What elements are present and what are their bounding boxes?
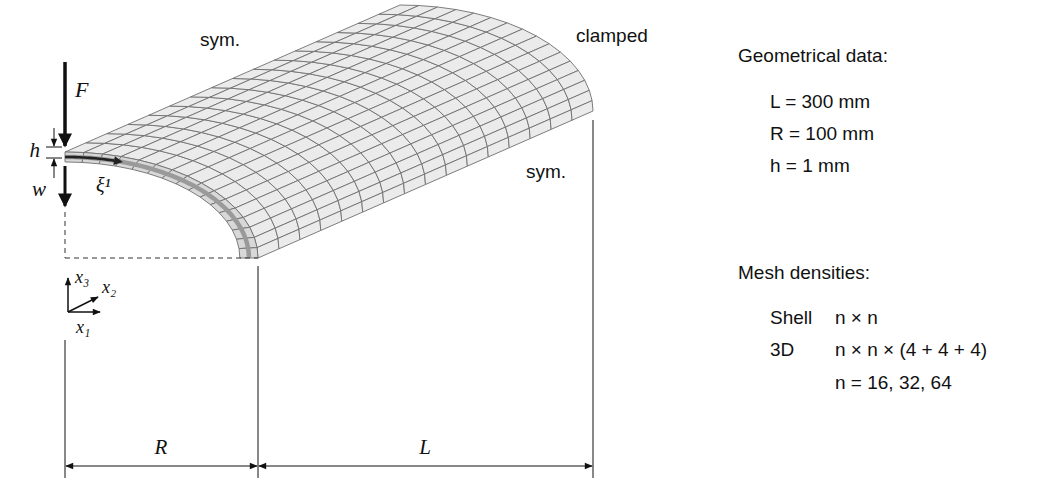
force-label: F — [75, 77, 88, 103]
mesh-element — [487, 137, 509, 157]
mesh-element — [529, 119, 551, 139]
xi-arrow-shaft — [65, 157, 114, 161]
mesh-element — [404, 174, 426, 194]
mesh-element — [571, 101, 593, 121]
mesh-element — [466, 147, 488, 167]
symmetry-label: sym. — [526, 161, 566, 184]
mesh-element — [278, 229, 300, 249]
dimension-line — [66, 466, 257, 467]
table-cell: n × n × (4 + 4 + 4) — [835, 339, 987, 362]
displacement-arrow — [64, 166, 67, 206]
data-value: L = 300 mm — [770, 91, 870, 114]
h-arrow — [54, 128, 55, 146]
xi-arrow-head — [113, 156, 123, 165]
mesh-element — [341, 202, 363, 222]
axis-label: x₃ — [75, 267, 89, 289]
extension-line — [65, 340, 66, 478]
dimension-label: L — [419, 435, 431, 460]
axis-label: x₂ — [102, 277, 116, 299]
table-cell: 3D — [770, 339, 794, 362]
dimension-line — [259, 466, 592, 467]
displacement-label: w — [32, 177, 46, 202]
mesh-element — [362, 192, 384, 212]
front-edge — [65, 152, 258, 258]
data-value: h = 1 mm — [770, 155, 850, 178]
axis-x1 — [68, 311, 100, 313]
mesh-element — [320, 211, 342, 231]
axis-x2 — [68, 297, 98, 312]
coordinate-label: ξ¹ — [96, 173, 111, 197]
mesh-element — [508, 128, 530, 148]
mesh-element — [257, 238, 279, 258]
extension-line — [258, 266, 259, 478]
edge-midline — [65, 157, 249, 258]
mesh-element — [383, 183, 405, 203]
mesh-element — [299, 220, 321, 240]
thickness-label: h — [30, 138, 41, 163]
h-arrow — [54, 159, 55, 178]
section-heading: Mesh densities: — [738, 262, 870, 285]
xi-arrow — [65, 156, 123, 165]
dimension-label: R — [155, 435, 168, 460]
mesh-element — [550, 110, 572, 130]
axis-x3 — [67, 278, 69, 312]
table-cell: n × n — [835, 307, 878, 330]
axis-label: x₁ — [76, 317, 90, 339]
h-tick — [46, 147, 62, 148]
dashed-line — [65, 258, 258, 259]
mesh-element — [425, 165, 447, 185]
data-value: R = 100 mm — [770, 123, 874, 146]
extension-line — [593, 120, 594, 478]
shell-mesh — [65, 5, 593, 258]
dashed-line — [65, 212, 66, 258]
boundary-label: clamped — [576, 25, 648, 48]
section-heading: Geometrical data: — [738, 45, 888, 68]
symmetry-label: sym. — [200, 29, 240, 52]
table-cell: n = 16, 32, 64 — [835, 372, 952, 395]
mesh-element — [446, 156, 468, 176]
h-tick — [46, 158, 62, 159]
force-arrow — [63, 62, 67, 146]
table-cell: Shell — [770, 307, 812, 330]
